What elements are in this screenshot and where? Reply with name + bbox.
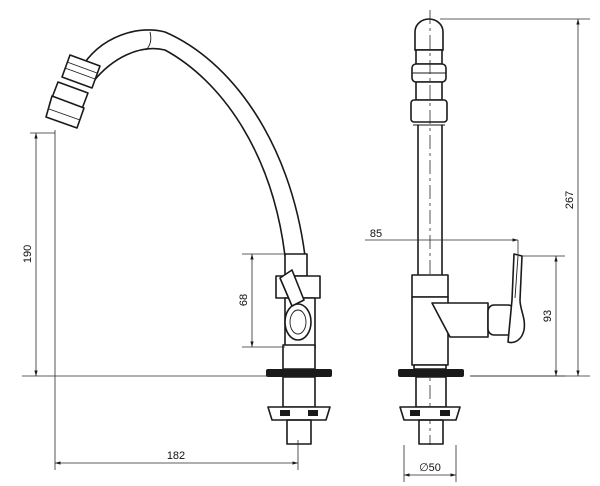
dim-label-front-offset: 85 [370,228,382,240]
dim-label-front-handle-height: 93 [542,310,554,322]
side-dimensions [22,130,299,470]
aerator [45,54,101,129]
side-view [22,29,332,470]
dim-label-handle-height: 68 [238,294,250,306]
front-view [365,10,590,482]
front-body [398,253,526,445]
dim-label-side-height: 190 [22,245,34,263]
front-dimensions [365,18,590,482]
side-body [266,253,332,445]
dim-label-thread-diameter: ∅50 [419,462,441,474]
dim-label-front-total-height: 267 [564,191,576,209]
dim-label-side-reach: 182 [167,450,185,462]
spout-tube [79,29,306,257]
